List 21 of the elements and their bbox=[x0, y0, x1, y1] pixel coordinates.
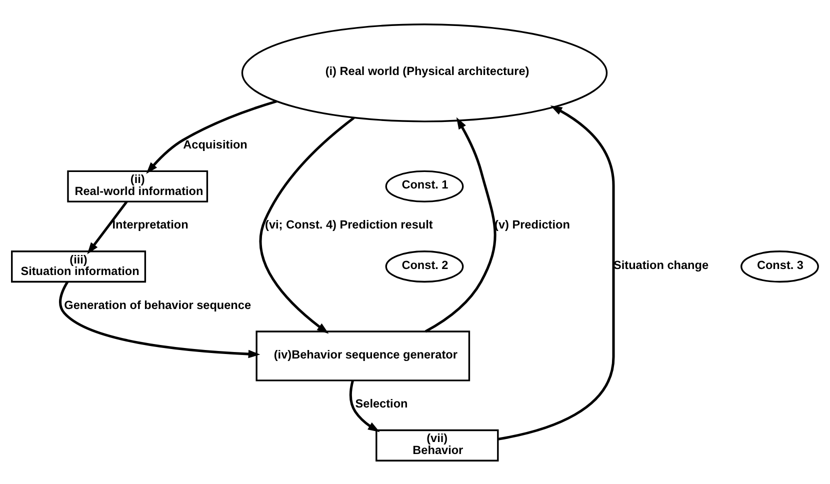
node-box: (iii) Situation information bbox=[11, 250, 146, 282]
node-ellipse: Const. 1 bbox=[385, 170, 464, 202]
node-ellipse: Const. 3 bbox=[740, 250, 819, 282]
arrow bbox=[259, 116, 355, 334]
arrow bbox=[87, 200, 128, 254]
arrow bbox=[424, 116, 496, 332]
node-ellipse: Const. 2 bbox=[385, 250, 464, 282]
edge-label: Interpretation bbox=[112, 217, 188, 232]
arrow bbox=[146, 100, 278, 174]
edge-label: Selection bbox=[355, 396, 408, 410]
arrow bbox=[349, 380, 380, 432]
edge-label: Situation change bbox=[614, 257, 709, 272]
edge-label: (vi; Const. 4) Prediction result bbox=[265, 217, 433, 232]
arrow bbox=[59, 280, 260, 358]
node-ellipse: (i) Real world (Physical architecture) bbox=[241, 23, 608, 122]
arrow bbox=[498, 105, 615, 440]
node-box: (iv)Behavior sequence generator bbox=[256, 330, 470, 381]
edge-label: Generation of behavior sequence bbox=[64, 297, 252, 312]
node-box: (ii) Real-world information bbox=[67, 170, 208, 202]
node-box: (vii) Behavior bbox=[376, 428, 499, 461]
edge-label: Acquisition bbox=[183, 137, 248, 152]
